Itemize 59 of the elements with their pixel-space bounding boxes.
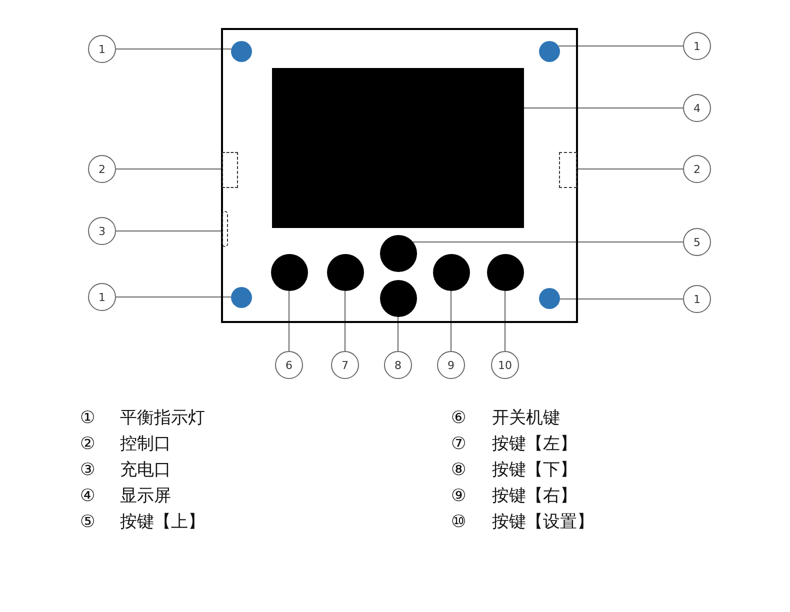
callout-number: 9 bbox=[437, 351, 465, 379]
callout-number: 2 bbox=[683, 155, 711, 183]
callout-number: 10 bbox=[491, 351, 519, 379]
callout-number: 2 bbox=[88, 155, 116, 183]
callout-number: 1 bbox=[88, 35, 116, 63]
legend-text: 控制口 bbox=[120, 434, 171, 454]
legend-number: ⑥ bbox=[451, 408, 466, 428]
legend-text: 按键【右】 bbox=[492, 486, 577, 506]
callout-number: 5 bbox=[683, 228, 711, 256]
callout-number: 1 bbox=[683, 32, 711, 60]
legend-number: ⑦ bbox=[451, 434, 466, 454]
indicator-light bbox=[231, 287, 252, 308]
callout-number: 1 bbox=[88, 283, 116, 311]
legend-number: ① bbox=[80, 408, 96, 428]
port-outline bbox=[559, 152, 577, 188]
callout-number: 6 bbox=[275, 351, 303, 379]
round-button bbox=[433, 254, 470, 291]
legend-number: ⑤ bbox=[80, 512, 96, 532]
callout-number: 7 bbox=[331, 351, 359, 379]
callout-number: 8 bbox=[384, 351, 412, 379]
legend-text: 充电口 bbox=[120, 460, 171, 480]
legend-text: 开关机键 bbox=[492, 408, 560, 428]
charging-port-outline bbox=[222, 211, 228, 247]
legend-text: 按键【设置】 bbox=[492, 512, 594, 532]
legend-number: ⑧ bbox=[451, 460, 466, 480]
leader-line bbox=[116, 168, 222, 170]
leader-line bbox=[116, 230, 222, 232]
display-screen bbox=[272, 68, 524, 228]
legend-number: ② bbox=[80, 434, 96, 454]
callout-number: 1 bbox=[683, 285, 711, 313]
leader-line bbox=[560, 298, 684, 300]
legend-text: 按键【下】 bbox=[492, 460, 577, 480]
round-button bbox=[380, 280, 417, 317]
port-outline bbox=[222, 152, 238, 188]
callout-number: 4 bbox=[683, 94, 711, 122]
indicator-light bbox=[539, 288, 560, 309]
legend-number: ⑨ bbox=[451, 486, 466, 506]
leader-line bbox=[504, 290, 506, 352]
indicator-light bbox=[539, 41, 560, 62]
legend-text: 平衡指示灯 bbox=[120, 408, 205, 428]
callout-number: 3 bbox=[88, 217, 116, 245]
leader-line bbox=[288, 290, 290, 352]
legend-number: ⑩ bbox=[451, 512, 466, 532]
legend-text: 按键【左】 bbox=[492, 434, 577, 454]
leader-line bbox=[344, 290, 346, 352]
device-body bbox=[221, 28, 578, 323]
legend-text: 显示屏 bbox=[120, 486, 171, 506]
round-button bbox=[380, 235, 417, 272]
legend-number: ④ bbox=[80, 486, 96, 506]
leader-line bbox=[450, 290, 452, 352]
leader-line bbox=[576, 168, 684, 170]
leader-line bbox=[116, 48, 232, 50]
legend-number: ③ bbox=[80, 460, 96, 480]
round-button bbox=[271, 254, 308, 291]
leader-line bbox=[116, 296, 232, 298]
legend-text: 按键【上】 bbox=[120, 512, 205, 532]
round-button bbox=[327, 254, 364, 291]
round-button bbox=[487, 254, 524, 291]
indicator-light bbox=[231, 41, 252, 62]
